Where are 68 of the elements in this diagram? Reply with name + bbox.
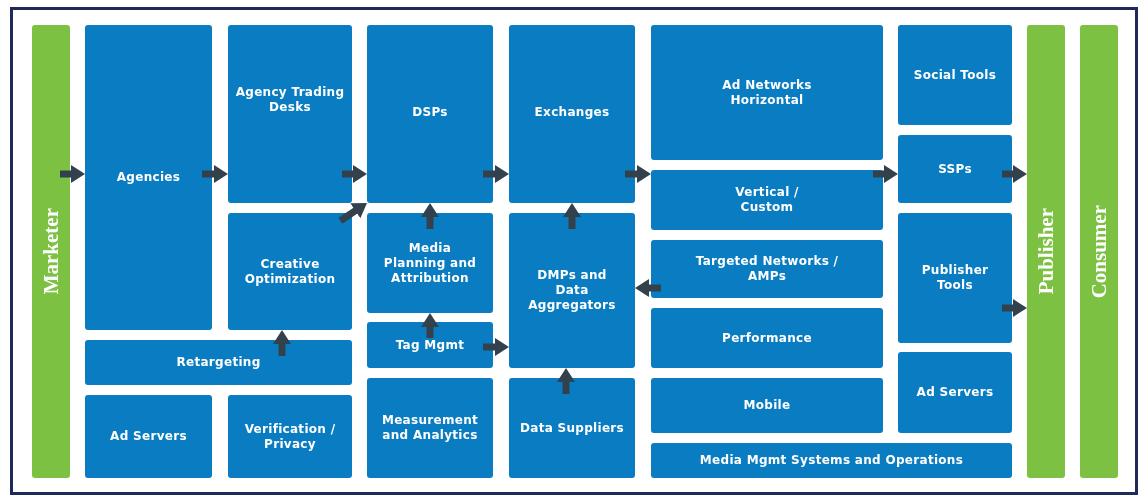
category-box [367, 322, 493, 368]
arrow [625, 165, 651, 183]
category-box [367, 25, 493, 203]
arrow [1002, 299, 1027, 317]
arrow [563, 203, 581, 229]
category-box [367, 213, 493, 313]
category-box [651, 240, 883, 298]
arrow [342, 165, 367, 183]
category-box [898, 25, 1012, 125]
arrow [338, 203, 367, 224]
category-box [651, 25, 883, 160]
category-box [651, 308, 883, 368]
category-box [898, 352, 1012, 433]
category-box [651, 378, 883, 433]
category-label: Performance [721, 330, 813, 346]
category-label: Targeted Networks / AMPs [694, 254, 840, 284]
category-label: Ad Servers [109, 429, 188, 444]
category-label: Mobile [742, 398, 792, 413]
category-box [509, 213, 635, 368]
category-label: Vertical / Custom [734, 185, 800, 215]
arrow [557, 368, 575, 394]
category-label: Retargeting [175, 355, 262, 370]
arrow [483, 338, 509, 356]
category-box [85, 340, 352, 385]
category-label: DSPs [411, 105, 449, 120]
category-box [228, 395, 352, 478]
category-box [367, 378, 493, 478]
category-label: Data Suppliers [518, 420, 626, 436]
category-label: Agency Trading Desks [234, 85, 346, 115]
category-box [228, 25, 352, 203]
category-label: Ad Servers [915, 385, 995, 400]
category-label: Agencies [115, 170, 182, 185]
stage-bar [1080, 25, 1118, 478]
category-box [651, 443, 1012, 478]
category-label: Tag Mgmt [394, 337, 466, 353]
arrow [483, 165, 509, 183]
arrow [202, 165, 228, 183]
category-box [509, 378, 635, 478]
category-box [228, 213, 352, 330]
category-label: Measurement and Analytics [380, 413, 480, 443]
stage-label: Consumer [1086, 204, 1112, 299]
stage-label: Marketer [38, 208, 64, 295]
category-label: Verification / Privacy [243, 421, 337, 452]
stage-label: Publisher [1033, 208, 1059, 295]
stage-bar [1027, 25, 1065, 478]
category-label: Media Mgmt Systems and Operations [698, 453, 965, 468]
category-label: Media Planning and Attribution [382, 240, 478, 286]
arrow [273, 330, 291, 356]
arrow [421, 313, 439, 338]
arrow [421, 203, 439, 229]
category-label: Ad Networks Horizontal [721, 77, 813, 108]
arrow [60, 165, 85, 183]
category-label: Publisher Tools [920, 263, 990, 293]
arrow [635, 279, 661, 297]
category-box [85, 25, 212, 330]
category-label: DMPs and Data Aggregators [527, 268, 617, 313]
arrow [1002, 165, 1027, 183]
arrow [873, 165, 898, 183]
category-label: Exchanges [533, 105, 611, 120]
category-label: Creative Optimization [243, 256, 337, 287]
stage-bar [32, 25, 70, 478]
category-box [898, 135, 1012, 203]
category-box [509, 25, 635, 203]
category-label: Social Tools [912, 67, 998, 83]
category-label: SSPs [937, 161, 973, 177]
category-box [898, 213, 1012, 343]
category-box [85, 395, 212, 478]
category-box [651, 170, 883, 230]
